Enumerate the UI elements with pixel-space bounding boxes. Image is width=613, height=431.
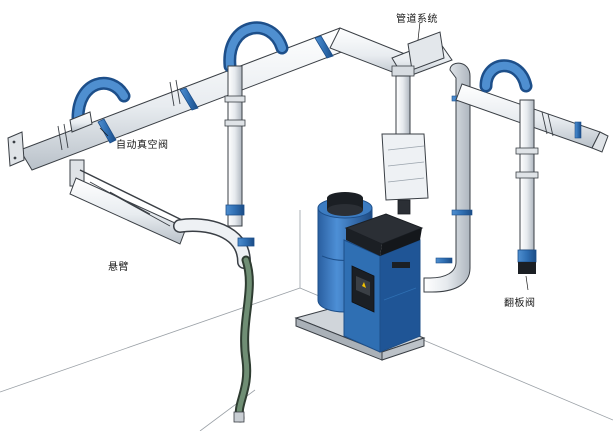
boom-arm [69,159,255,269]
label-boom-arm: 悬臂 [108,262,129,273]
label-auto-vacuum-valve: 自动真空阀 [116,140,169,151]
gooseneck-1 [69,76,131,133]
flap-valve-drop [515,99,539,274]
suction-hose [233,255,254,423]
vacuum-unit [294,192,426,361]
label-pipe-system: 管道系统 [396,14,438,25]
gooseneck-2 [223,21,289,227]
central-drop [381,31,453,215]
label-leaders [99,21,529,291]
main-duct [7,27,353,171]
label-flap-valve: 翻板阀 [504,298,536,309]
